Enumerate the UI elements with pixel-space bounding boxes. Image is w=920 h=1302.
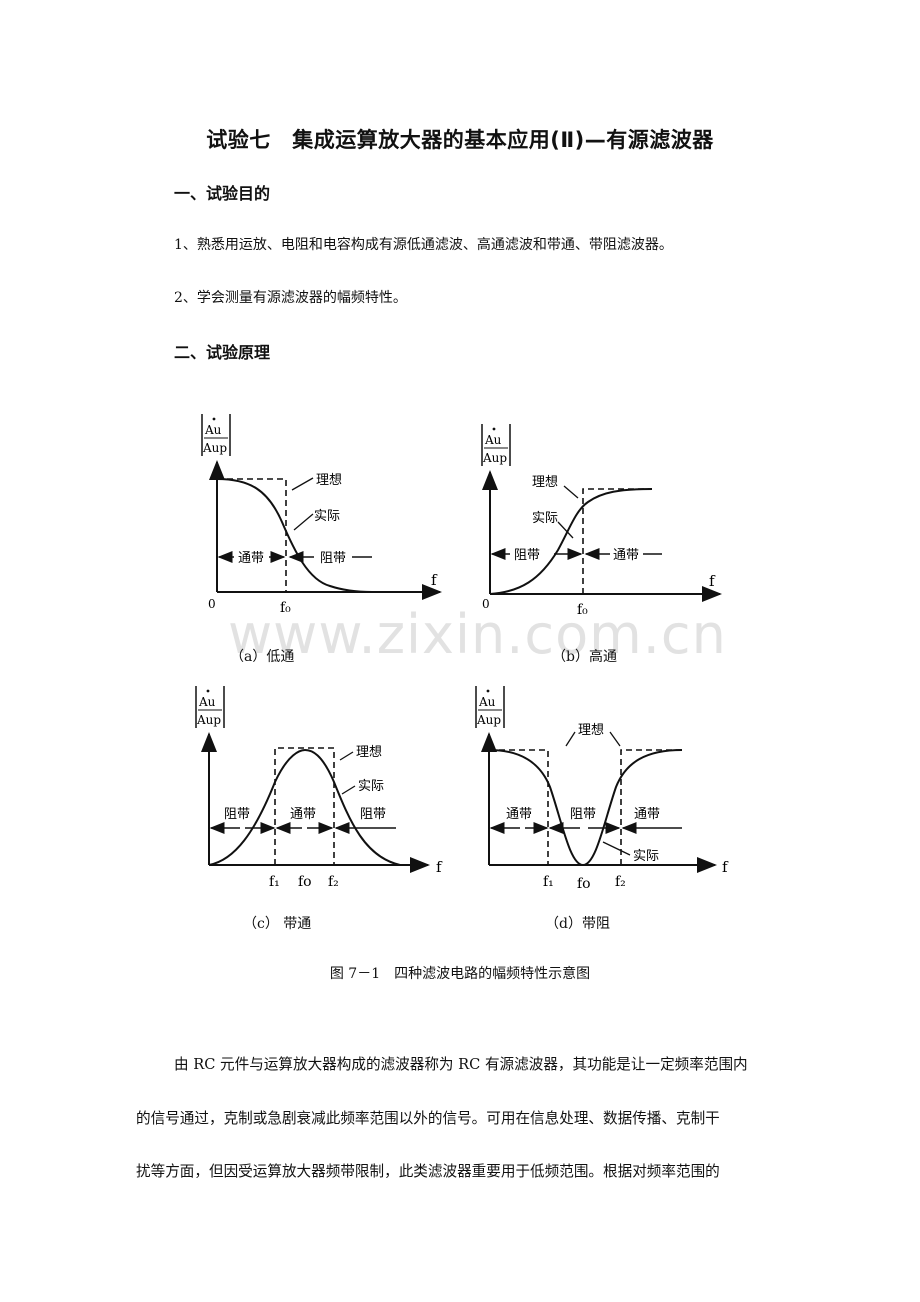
highpass-plot: Au Aup 0 f 理想 实际 阻带 通带 f₀ xyxy=(481,424,722,618)
svg-text:理想: 理想 xyxy=(356,744,382,760)
svg-text:0: 0 xyxy=(482,597,490,611)
caption-bandstop: （d）带阻 xyxy=(545,916,610,932)
svg-text:通带: 通带 xyxy=(613,548,639,563)
caption-highpass: （b）高通 xyxy=(552,649,617,665)
svg-text:阻带: 阻带 xyxy=(514,548,540,563)
bandstop-plot: Au Aup f 理想 实际 通带 阻带 通带 f₁ fo f₂ xyxy=(475,686,729,892)
svg-text:fo: fo xyxy=(298,874,312,890)
y-axis-denominator: Aup xyxy=(202,441,227,455)
svg-text:理想: 理想 xyxy=(532,474,558,490)
svg-text:通带: 通带 xyxy=(634,807,660,822)
svg-text:实际: 实际 xyxy=(532,511,558,526)
figure-panel-bandstop: Au Aup f 理想 实际 通带 阻带 通带 f₁ fo f₂ xyxy=(470,682,740,896)
figure-caption: 图 7－1 四种滤波电路的幅频特性示意图 xyxy=(329,966,591,982)
svg-text:阻带: 阻带 xyxy=(360,807,386,822)
figure-panel-bandpass: Au Aup f 理想 实际 阻带 通带 阻带 f₁ fo f₂ xyxy=(190,682,460,896)
paragraph-line-3: 扰等方面，但因受运算放大器频带限制，此类滤波器重要用于低频范围。根据对频率范围的 xyxy=(136,1163,720,1180)
svg-text:Au: Au xyxy=(484,433,502,447)
svg-text:f₁: f₁ xyxy=(269,874,280,890)
svg-text:f₁: f₁ xyxy=(543,874,554,890)
svg-text:f₂: f₂ xyxy=(615,874,626,890)
label-stopband: 阻带 xyxy=(320,551,346,566)
page-title: 试验七 集成运算放大器的基本应用(Ⅱ)—有源滤波器 xyxy=(206,128,714,152)
svg-text:通带: 通带 xyxy=(290,807,316,822)
bandpass-plot: Au Aup f 理想 实际 阻带 通带 阻带 f₁ fo f₂ xyxy=(195,686,443,890)
lowpass-plot: Au Aup 0 f 理想 实际 通带 阻带 f₀ xyxy=(201,414,442,616)
label-passband: 通带 xyxy=(238,551,264,566)
svg-text:通带: 通带 xyxy=(506,807,532,822)
figure-panel-lowpass: Au Aup 0 f 理想 实际 通带 阻带 f₀ xyxy=(190,410,450,624)
purpose-item-1: 1、熟悉用运放、电阻和电容构成有源低通滤波、高通滤波和带通、带阻滤波器。 xyxy=(174,237,673,253)
svg-text:Au: Au xyxy=(478,695,496,709)
svg-text:f: f xyxy=(709,572,716,590)
label-ideal: 理想 xyxy=(316,472,342,488)
svg-text:fo: fo xyxy=(577,876,591,892)
svg-text:f: f xyxy=(722,858,729,876)
svg-text:实际: 实际 xyxy=(358,779,384,794)
label-f0: f₀ xyxy=(280,600,291,616)
svg-text:Au: Au xyxy=(198,695,216,709)
svg-text:f₀: f₀ xyxy=(577,602,588,618)
y-axis-numerator: Au xyxy=(204,423,222,437)
svg-text:理想: 理想 xyxy=(578,722,604,738)
svg-text:Aup: Aup xyxy=(476,713,501,727)
svg-text:Aup: Aup xyxy=(196,713,221,727)
svg-text:Aup: Aup xyxy=(482,451,507,465)
svg-text:0: 0 xyxy=(208,597,216,611)
paragraph-line-1: 由 RC 元件与运算放大器构成的滤波器称为 RC 有源滤波器，其功能是让一定频率… xyxy=(174,1056,748,1073)
label-actual: 实际 xyxy=(314,509,340,524)
svg-text:f: f xyxy=(436,858,443,876)
svg-text:阻带: 阻带 xyxy=(224,807,250,822)
section-heading-principle: 二、试验原理 xyxy=(174,343,271,362)
svg-text:阻带: 阻带 xyxy=(570,807,596,822)
svg-text:f₂: f₂ xyxy=(328,874,339,890)
caption-bandpass: （c） 带通 xyxy=(243,916,312,932)
caption-lowpass: （a）低通 xyxy=(230,649,295,665)
purpose-item-2: 2、学会测量有源滤波器的幅频特性。 xyxy=(174,290,407,306)
svg-text:实际: 实际 xyxy=(633,849,659,864)
svg-text:f: f xyxy=(431,571,438,589)
figure-panel-highpass: Au Aup 0 f 理想 实际 阻带 通带 f₀ xyxy=(470,410,730,624)
section-heading-purpose: 一、试验目的 xyxy=(174,184,271,203)
paragraph-line-2: 的信号通过，克制或急剧衰减此频率范围以外的信号。可用在信息处理、数据传播、克制干 xyxy=(136,1110,720,1127)
